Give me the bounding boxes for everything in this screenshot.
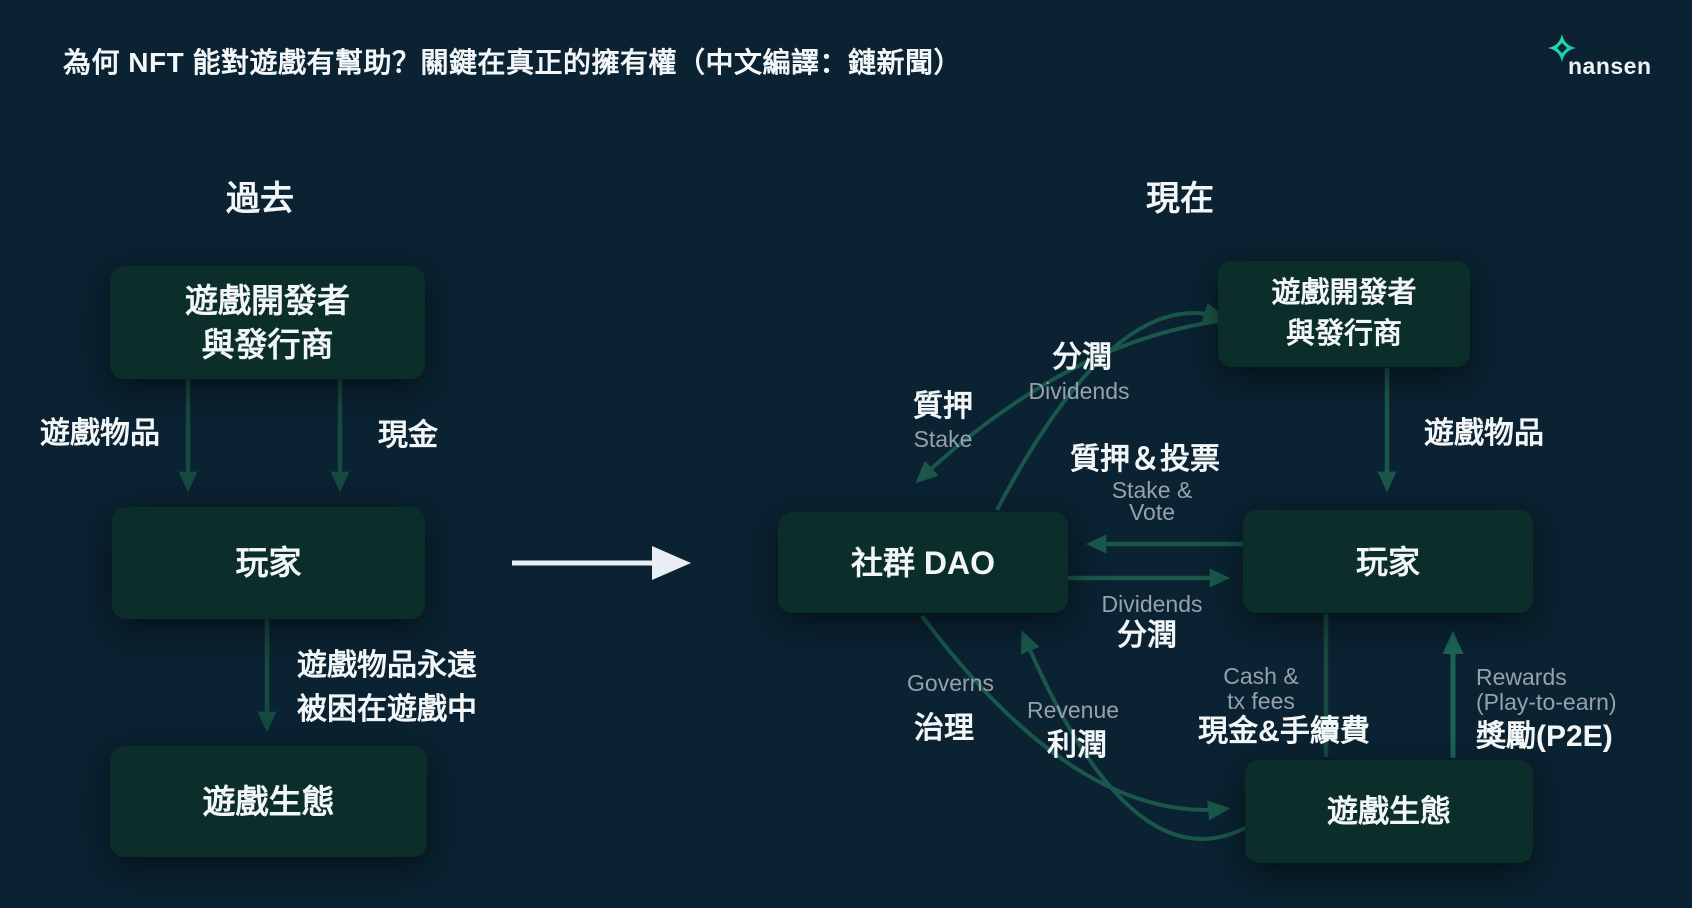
label-present-game-items: 遊戲物品 — [1424, 417, 1544, 450]
label-dividends-players-en: Dividends — [1101, 591, 1203, 617]
node-present-developers-line1: 遊戲開發者 — [1271, 277, 1417, 309]
label-stake-vote-en: Stake & Vote — [1090, 477, 1214, 525]
label-stake-zh: 質押 — [913, 390, 973, 423]
label-governs-zh: 治理 — [914, 712, 974, 745]
label-stake-vote-en-line2: Vote — [1128, 499, 1176, 525]
label-past-trapped-line1: 遊戲物品永遠 — [297, 649, 477, 682]
label-stake-vote-zh: 質押＆投票 — [1070, 443, 1220, 476]
node-present-players-label: 玩家 — [1355, 543, 1420, 580]
label-rewards-en: Rewards (Play-to-earn) — [1476, 665, 1646, 715]
node-past-developers: 遊戲開發者 與發行商 — [110, 266, 425, 379]
label-governs-en: Governs — [907, 670, 994, 696]
node-present-developers: 遊戲開發者 與發行商 — [1218, 261, 1470, 367]
heading-present: 現在 — [1146, 180, 1214, 218]
node-past-players-label: 玩家 — [235, 544, 302, 581]
label-revenue-en: Revenue — [1026, 697, 1120, 723]
label-stake-vote-en-line1: Stake & — [1111, 477, 1193, 503]
nansen-brand-text: nansen — [1568, 53, 1652, 79]
label-cash-fees-en-line2: tx fees — [1227, 688, 1295, 714]
label-rewards-en-line2: (Play-to-earn) — [1476, 689, 1617, 715]
label-cash-fees-en-line1: Cash & — [1223, 663, 1299, 689]
label-cash-fees-zh: 現金&手續費 — [1198, 715, 1370, 748]
node-present-dao: 社群 DAO — [778, 512, 1068, 613]
node-present-players: 玩家 — [1243, 510, 1533, 613]
label-rewards-zh: 獎勵(P2E) — [1476, 720, 1613, 753]
label-cash-fees-en: Cash & tx fees — [1199, 664, 1323, 714]
label-dividends-devs-zh: 分潤 — [1052, 341, 1112, 374]
heading-past: 過去 — [226, 180, 294, 218]
node-past-developers-line2: 與發行商 — [201, 325, 334, 363]
label-rewards-en-line1: Rewards — [1476, 664, 1567, 690]
label-past-game-items: 遊戲物品 — [40, 417, 160, 450]
node-past-ecosystem-label: 遊戲生態 — [202, 782, 335, 820]
node-past-developers-line1: 遊戲開發者 — [185, 281, 350, 319]
label-past-cash: 現金 — [378, 419, 438, 452]
node-present-ecosystem: 遊戲生態 — [1245, 760, 1533, 863]
label-past-trapped: 遊戲物品永遠 被困在遊戲中 — [288, 644, 486, 732]
arrow-past-to-present-head — [652, 546, 691, 580]
label-stake-en: Stake — [913, 426, 973, 452]
node-present-dao-label: 社群 DAO — [850, 544, 995, 581]
page-title: 為何 NFT 能對遊戲有幫助？關鍵在真正的擁有權（中文編譯：鏈新聞） — [63, 47, 962, 78]
node-past-players: 玩家 — [112, 507, 425, 619]
label-dividends-players-zh: 分潤 — [1117, 619, 1177, 652]
label-past-trapped-line2: 被困在遊戲中 — [297, 693, 477, 726]
nansen-logo: nansen — [1547, 33, 1667, 83]
nansen-star-icon — [1547, 33, 1577, 63]
node-present-developers-line2: 與發行商 — [1285, 318, 1402, 350]
label-revenue-zh: 利潤 — [1047, 729, 1107, 762]
node-present-ecosystem-label: 遊戲生態 — [1327, 793, 1451, 829]
label-dividends-devs-en: Dividends — [1028, 378, 1130, 404]
node-past-ecosystem: 遊戲生態 — [110, 746, 427, 857]
